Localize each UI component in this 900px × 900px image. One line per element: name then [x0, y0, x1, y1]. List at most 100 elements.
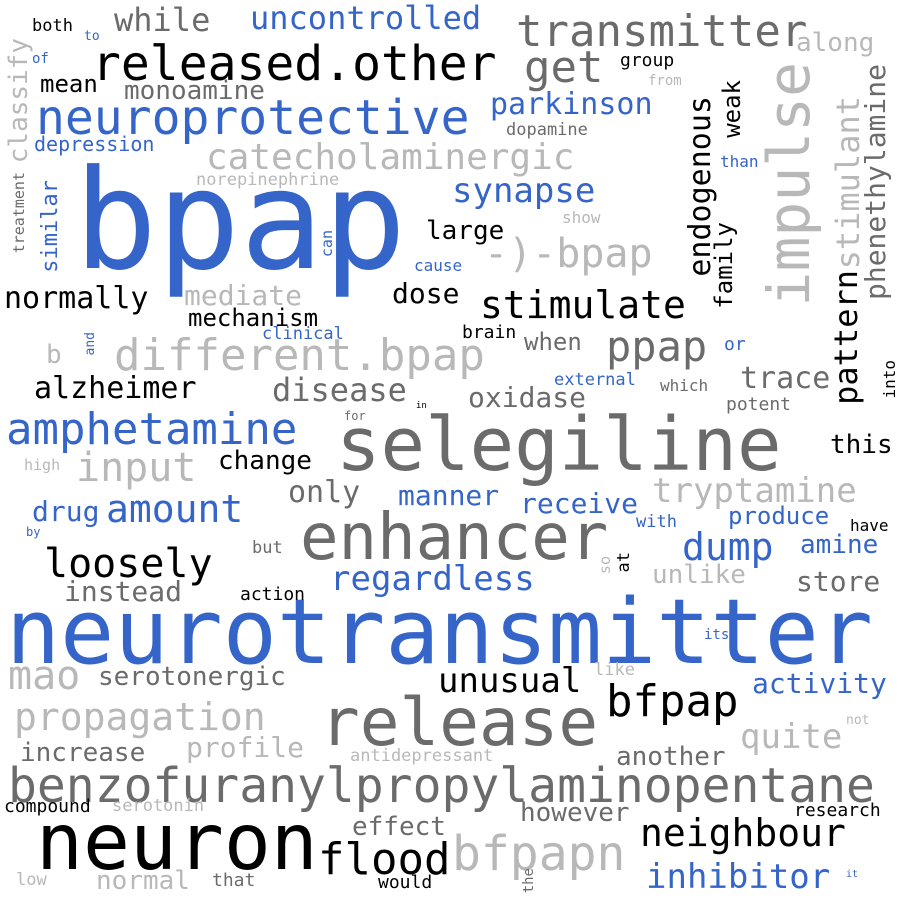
word-only: only — [288, 475, 361, 510]
word-tryptamine: tryptamine — [652, 471, 857, 511]
word-compound: compound — [4, 796, 91, 817]
word-bfpapn: bfpapn — [452, 826, 626, 882]
word-loosely: loosely — [44, 541, 213, 587]
word-can: can — [318, 230, 336, 258]
word-different-bpap: different.bpap — [114, 330, 485, 381]
word-clinical: clinical — [262, 324, 344, 344]
word-amine: amine — [800, 530, 879, 560]
word-drug: drug — [32, 495, 100, 528]
word-selegiline: selegiline — [336, 402, 782, 488]
word-along: along — [796, 28, 875, 58]
word-benzofuranylpropylaminopentane: benzofuranylpropylaminopentane — [8, 758, 875, 814]
word-amphetamine: amphetamine — [6, 404, 298, 455]
word-store: store — [796, 565, 881, 598]
word-unlike: unlike — [652, 560, 746, 590]
word-in: in — [416, 401, 427, 411]
word-than: than — [720, 152, 759, 171]
word-ppap: ppap — [606, 322, 708, 371]
word-produce: produce — [728, 502, 830, 530]
word-treatment: treatment — [10, 172, 28, 254]
word-cause: cause — [414, 256, 463, 275]
word-of: of — [32, 51, 49, 67]
word-effect: effect — [352, 812, 446, 842]
word-by: by — [26, 525, 41, 539]
word-oxidase: oxidase — [468, 381, 587, 414]
word-that: that — [212, 870, 256, 891]
word-classify: classify — [4, 38, 34, 164]
word-not: not — [846, 713, 870, 728]
word-quite: quite — [740, 717, 843, 757]
word-the: the — [521, 868, 537, 894]
word-b: b — [46, 340, 62, 370]
word-profile: profile — [186, 731, 305, 764]
word-norepinephrine: norepinephrine — [196, 170, 340, 190]
word-from: from — [648, 73, 682, 89]
word-catecholaminergic: catecholaminergic — [206, 137, 575, 178]
word-it: it — [846, 869, 859, 880]
word-potent: potent — [726, 394, 792, 415]
word-this: this — [830, 430, 893, 460]
word-mechanism: mechanism — [188, 304, 319, 332]
word-and: and — [83, 332, 98, 356]
word-normally: normally — [4, 281, 149, 316]
word-research: research — [794, 800, 881, 821]
word-increase: increase — [20, 738, 146, 768]
word-alzheimer: alzheimer — [34, 371, 197, 406]
word-large: large — [426, 216, 505, 246]
word-which: which — [660, 376, 709, 395]
word-neuroprotective: neuroprotective — [36, 90, 470, 146]
word-high: high — [24, 456, 61, 474]
word-mean: mean — [40, 70, 98, 98]
word-while: while — [114, 1, 211, 39]
word-phenethylamine: phenethylamine — [859, 64, 892, 301]
word-both: both — [32, 16, 73, 36]
word-action: action — [240, 584, 306, 605]
word-similar: similar — [38, 180, 63, 273]
word-depression: depression — [34, 132, 155, 156]
word-activity: activity — [752, 667, 887, 700]
word-for: for — [344, 409, 366, 423]
word-dump: dump — [682, 525, 774, 569]
word-group: group — [620, 50, 675, 71]
word-minus-bpap: -)-bpap — [484, 231, 653, 277]
word-have: have — [850, 516, 889, 535]
word-or: or — [724, 334, 746, 355]
word-with: with — [636, 512, 677, 532]
word-regardless: regardless — [330, 559, 535, 599]
word-release: release — [320, 684, 599, 761]
word-brain: brain — [462, 322, 517, 343]
word-would: would — [378, 872, 433, 893]
word-inhibitor: inhibitor — [646, 857, 831, 897]
word-dopamine: dopamine — [506, 120, 588, 140]
word-neurotransmitter: neurotransmitter — [6, 580, 873, 685]
word-dose: dose — [392, 277, 460, 310]
word-neighbour: neighbour — [640, 811, 846, 855]
word-bfpap: bfpap — [606, 676, 739, 727]
word-show: show — [562, 208, 601, 227]
word-when: when — [524, 328, 582, 356]
word-mao: mao — [8, 653, 81, 699]
word-but: but — [252, 538, 283, 558]
word-pattern: pattern — [827, 270, 865, 405]
word-neuron: neuron — [36, 798, 318, 888]
word-however: however — [520, 798, 630, 828]
word-its: its — [704, 627, 730, 643]
word-like: like — [594, 660, 635, 680]
word-manner: manner — [398, 479, 500, 512]
word-synapse: synapse — [452, 171, 596, 211]
word-monoamine: monoamine — [124, 76, 265, 106]
word-antidepressant: antidepressant — [350, 746, 494, 766]
word-mediate: mediate — [184, 279, 303, 312]
word-bpap: bpap — [74, 140, 407, 301]
word-propagation: propagation — [14, 695, 266, 739]
word-unusual: unusual — [438, 661, 582, 701]
word-transmitter: transmitter — [516, 6, 808, 57]
word-serotonergic: serotonergic — [98, 662, 286, 692]
word-trace: trace — [740, 361, 831, 396]
word-another: another — [616, 742, 726, 772]
word-serotonin: serotonin — [112, 796, 205, 816]
word-external: external — [554, 370, 636, 390]
word-disease: disease — [272, 371, 407, 409]
word-low: low — [16, 870, 47, 890]
